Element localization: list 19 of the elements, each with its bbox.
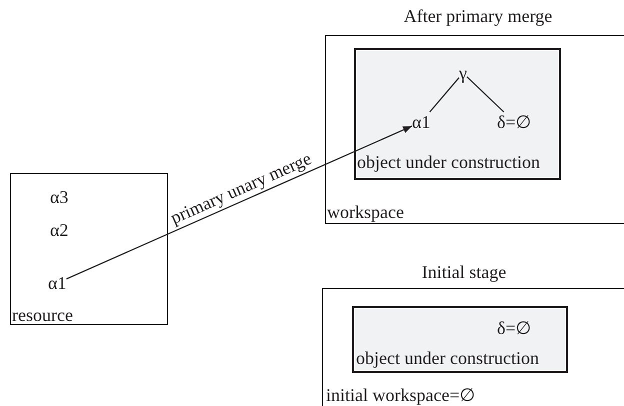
tree-node-label: α1	[412, 112, 430, 132]
tree-branch-line	[466, 76, 504, 112]
stage-title: Initial stage	[422, 262, 506, 282]
box-label: object under construction	[357, 152, 540, 172]
symbol-label: α1	[48, 273, 66, 293]
arrow	[66, 126, 412, 280]
symbol-label: α3	[50, 187, 68, 207]
box-label: resource	[12, 305, 73, 325]
box-label: object under construction	[356, 348, 539, 368]
symbol-label: α2	[50, 220, 68, 240]
box-label: workspace	[327, 202, 404, 222]
tree-node-label: δ=∅	[497, 318, 532, 338]
box-label: initial workspace=∅	[326, 385, 476, 405]
tree-node-label: δ=∅	[497, 112, 532, 132]
object-box	[352, 306, 568, 373]
tree-branch-line	[429, 77, 460, 112]
object-box	[354, 48, 561, 180]
tree-node-label: γ	[459, 63, 467, 83]
stage-title: After primary merge	[404, 6, 552, 26]
